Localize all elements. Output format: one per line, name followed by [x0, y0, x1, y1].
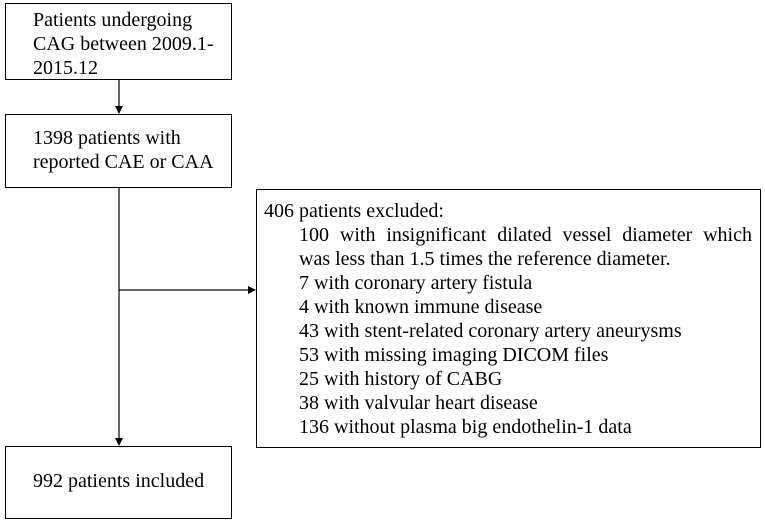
included-label: 992 patients included: [33, 470, 205, 492]
excluded-reason-item: 43 with stent-related coronary artery an…: [299, 320, 682, 342]
excluded-reason-item: 136 without plasma big endothelin-1 data: [299, 416, 632, 438]
excluded-reason-item: 7 with coronary artery fistula: [299, 272, 533, 294]
excluded-reason-item: 53 with missing imaging DICOM files: [299, 344, 609, 366]
box-reported-text: 1398 patients with reported CAE or CAA: [33, 126, 214, 174]
excluded-reasons-list: 100 with insignificant dilated vessel di…: [299, 223, 752, 439]
box-start-text: Patients undergoing CAG between 2009.1- …: [33, 8, 214, 80]
box-reported-cae-caa: 1398 patients with reported CAE or CAA: [5, 114, 232, 188]
box-reported-line-1: 1398 patients with: [33, 127, 181, 149]
excluded-reason-item: 4 with known immune disease: [299, 296, 543, 318]
excluded-reason-item: 25 with history of CABG: [299, 368, 503, 390]
box-patients-undergoing-cag: Patients undergoing CAG between 2009.1- …: [5, 3, 232, 80]
excluded-reason-item: 100 with insignificant dilated vessel di…: [299, 224, 752, 270]
excluded-reason-item: 38 with valvular heart disease: [299, 392, 538, 414]
box-patients-excluded: 406 patients excluded: 100 with insignif…: [256, 189, 761, 448]
box-start-line-3: 2015.12: [33, 57, 98, 79]
box-start-line-1: Patients undergoing: [33, 9, 193, 31]
box-reported-line-2: reported CAE or CAA: [33, 151, 214, 173]
excluded-heading: 406 patients excluded:: [264, 200, 444, 222]
box-start-line-2: CAG between 2009.1-: [33, 33, 214, 55]
box-patients-included: 992 patients included: [5, 446, 232, 519]
